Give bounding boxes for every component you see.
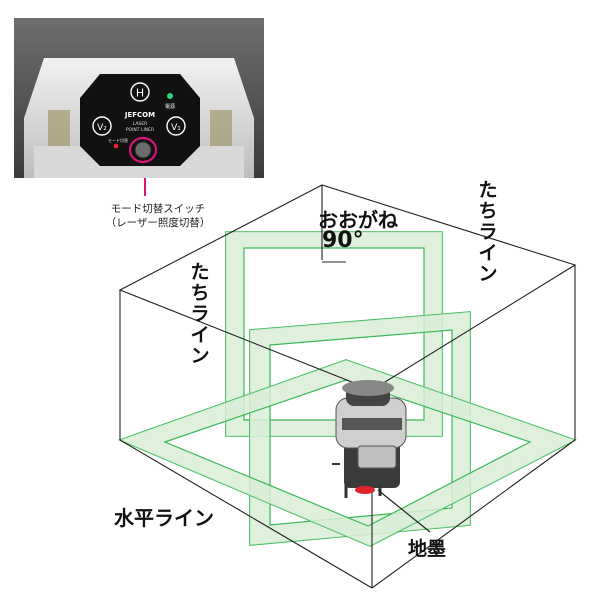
ground-mark-pointer xyxy=(377,489,431,533)
switch-label: モード切替 xyxy=(108,137,128,143)
button-h-label: H xyxy=(136,87,144,100)
vertical-plane-right xyxy=(225,231,443,437)
angle-label: 90° xyxy=(322,228,364,253)
vertical-line-label-right: たちライン xyxy=(476,180,500,285)
control-panel-photo: H V₂ V₁ 電源 JEFCOM LASER POINT LINER モード切… xyxy=(14,18,264,178)
vertical_right-char: イ xyxy=(478,242,498,264)
button-v2-label: V₂ xyxy=(97,123,107,133)
vertical_left-char: た xyxy=(190,261,210,283)
caption-line2: （レーザー照度切替） xyxy=(105,217,211,229)
mode-switch-caption: モード切替スイッチ （レーザー照度切替） xyxy=(98,202,218,230)
vertical_left-char: イ xyxy=(190,324,210,346)
laser-instrument xyxy=(332,380,407,498)
vertical_right-char: た xyxy=(478,179,498,201)
horizontal-line-label: 水平ライン xyxy=(114,506,214,530)
vertical-plane-left xyxy=(249,311,471,546)
ground-mark-label: 地墨 xyxy=(408,538,447,560)
power-label: 電源 xyxy=(165,103,175,110)
brand-label: JEFCOM xyxy=(124,111,155,119)
vertical_right-char: ち xyxy=(478,200,498,222)
vertical-line-label-left: たちライン xyxy=(188,262,212,367)
ogane-label: おおがね xyxy=(318,208,398,232)
button-v1-label: V₁ xyxy=(171,123,181,133)
vertical_left-char: ン xyxy=(190,345,210,367)
model-line2: POINT LINER xyxy=(126,127,154,133)
vertical_left-char: ち xyxy=(190,282,210,304)
vertical_right-char: ン xyxy=(478,263,498,285)
model-line1: LASER xyxy=(133,121,148,127)
vertical_right-char: ラ xyxy=(478,221,498,243)
caption-line1: モード切替スイッチ xyxy=(110,203,206,215)
vertical_left-char: ラ xyxy=(190,303,210,325)
room-wireframe xyxy=(118,184,577,589)
